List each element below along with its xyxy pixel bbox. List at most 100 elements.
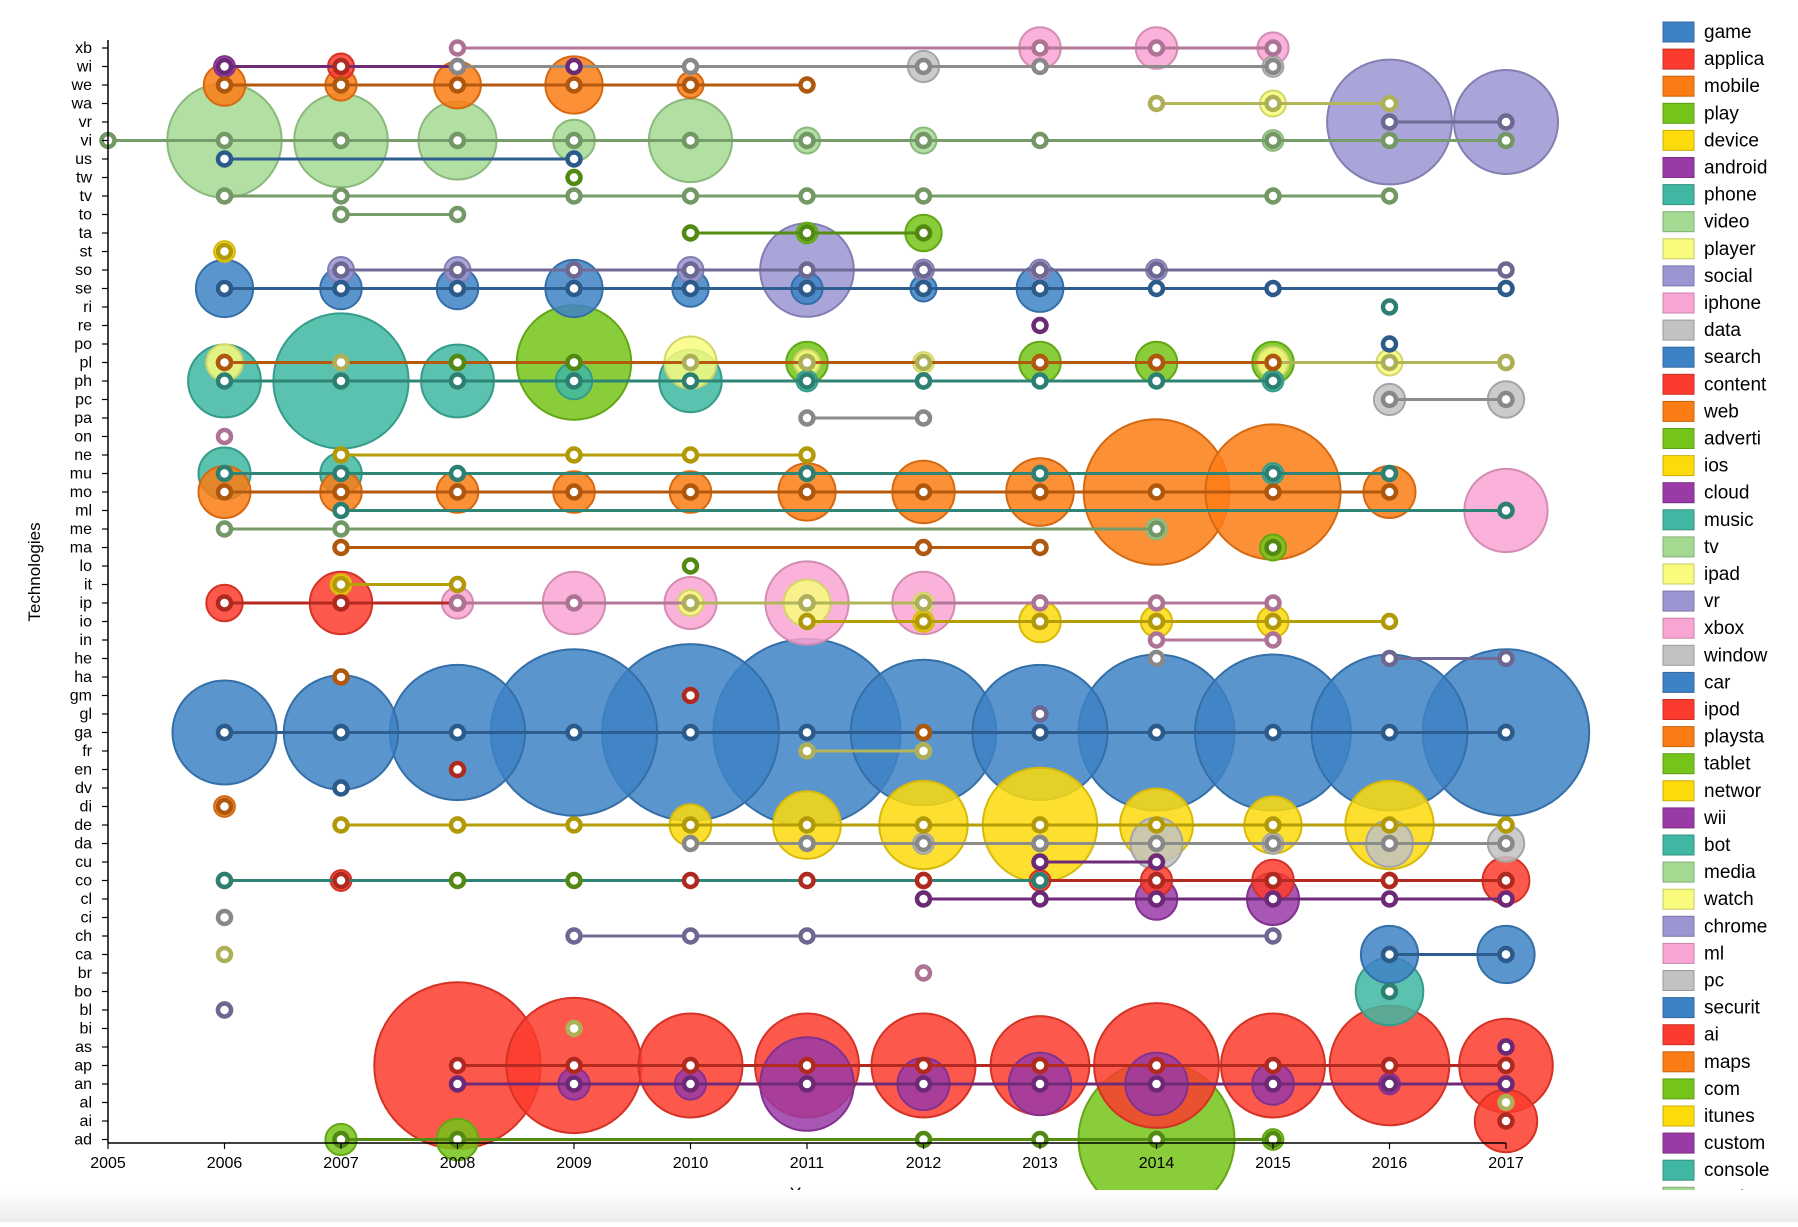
marker-da-2013 [1031, 834, 1049, 853]
marker-po-2016 [1380, 335, 1399, 353]
marker-da-2015 [1264, 834, 1282, 853]
legend-label: ml [1704, 943, 1724, 964]
y-tick-label: it [84, 577, 93, 594]
y-tick-label: po [74, 336, 92, 353]
marker-pl-2017 [1497, 353, 1515, 372]
y-tick-label: al [80, 1095, 92, 1112]
marker-mu-2007 [332, 464, 350, 483]
y-tick-label: ha [74, 669, 92, 686]
legend-label: playsta [1704, 727, 1765, 748]
marker-se-2006 [215, 279, 234, 298]
y-tick-label: bl [80, 1002, 92, 1019]
marker-ri-2016 [1380, 298, 1399, 316]
marker-an-2014 [1147, 1075, 1166, 1093]
legend: gameapplicamobileplaydeviceandroidphonev… [1662, 21, 1770, 1208]
marker-tv-2016 [1380, 187, 1399, 205]
legend-swatch [1662, 157, 1695, 178]
marker-an-2011 [798, 1075, 816, 1093]
marker-on-2006 [215, 427, 234, 446]
marker-io-2013 [1031, 612, 1049, 631]
marker-ap-2017 [1497, 1056, 1515, 1075]
marker-re-2013 [1031, 316, 1049, 335]
marker-st-2006 [215, 242, 234, 261]
legend-label: itunes [1704, 1106, 1755, 1127]
legend-label: tablet [1704, 754, 1751, 775]
marker-so-2008 [448, 261, 467, 279]
marker-en-2008 [448, 760, 467, 779]
marker-an-2017 [1497, 1075, 1515, 1093]
marker-ci-2006 [215, 908, 234, 927]
y-tick-label: ga [74, 725, 92, 742]
marker-de-2011 [798, 816, 816, 834]
x-tick-label: 2011 [790, 1155, 825, 1172]
y-tick-label: tv [80, 188, 92, 205]
marker-pc-2016 [1380, 390, 1399, 409]
marker-se-2017 [1497, 279, 1515, 298]
y-tick-label: tw [76, 170, 92, 187]
marker-wi-2012 [914, 57, 933, 76]
marker-de-2013 [1031, 816, 1049, 834]
marker-pa-2012 [914, 409, 933, 427]
legend-swatch [1662, 428, 1695, 449]
legend-label: com [1704, 1079, 1740, 1100]
marker-ma-2015 [1264, 538, 1282, 557]
marker-ap-2009 [565, 1056, 583, 1075]
marker-we-2006 [215, 76, 234, 94]
marker-tv-2006 [215, 187, 234, 205]
marker-ap-2015 [1264, 1056, 1282, 1075]
legend-label: ai [1704, 1025, 1719, 1046]
legend-swatch [1662, 1078, 1695, 1100]
marker-in-2014 [1147, 631, 1166, 649]
marker-ap-2013 [1031, 1056, 1049, 1075]
marker-ip-2008 [448, 594, 467, 612]
marker-ip-2015 [1264, 594, 1282, 612]
y-tick-label: co [75, 873, 92, 890]
marker-he-2017 [1497, 649, 1515, 668]
marker-vi-2013 [1031, 131, 1049, 150]
marker-de-2015 [1264, 816, 1282, 834]
marker-bo-2016 [1380, 982, 1399, 1001]
x-tick-label: 2012 [906, 1155, 942, 1172]
legend-swatch [1662, 129, 1695, 151]
marker-ph-2011 [798, 372, 816, 390]
marker-mo-2015 [1264, 483, 1282, 501]
legend-swatch [1662, 915, 1695, 937]
legend-label: maps [1704, 1052, 1750, 1073]
marker-de-2008 [448, 816, 467, 834]
marker-vi-2016 [1380, 131, 1399, 150]
y-tick-label: pl [80, 355, 92, 372]
legend-swatch [1662, 726, 1695, 748]
marker-pl-2011 [798, 353, 816, 372]
marker-me-2014 [1147, 520, 1166, 538]
marker-tv-2010 [681, 187, 700, 205]
y-tick-label: to [79, 207, 92, 224]
marker-ga-2011 [798, 723, 816, 742]
marker-vr-2016 [1380, 113, 1399, 131]
marker-mo-2006 [215, 483, 234, 501]
marker-cl-2015 [1264, 890, 1282, 908]
legend-label: console [1704, 1160, 1770, 1181]
marker-da-2014 [1147, 834, 1166, 853]
marker-co-2011 [798, 871, 816, 890]
marker-ta-2011 [798, 224, 816, 242]
marker-ha-2007 [332, 668, 350, 686]
marker-ph-2009 [565, 372, 583, 390]
axes-layer: xbwiwewavrviustwtvtotastsoserirepoplphpc… [70, 40, 1524, 1172]
legend-label: ios [1704, 456, 1728, 477]
marker-pl-2007 [332, 353, 350, 372]
marker-pl-2006 [215, 353, 234, 372]
y-tick-label: gm [70, 688, 92, 705]
marker-de-2017 [1497, 816, 1515, 834]
legend-label: cloud [1704, 483, 1749, 504]
y-tick-label: as [75, 1039, 92, 1056]
marker-tv-2012 [914, 187, 933, 205]
legend-label: phone [1704, 185, 1757, 206]
marker-tv-2011 [798, 187, 816, 205]
marker-ta-2010 [681, 224, 700, 242]
x-tick-label: 2013 [1022, 1155, 1058, 1172]
marker-cl-2014 [1147, 890, 1166, 908]
legend-label: wii [1703, 808, 1726, 829]
y-tick-label: vi [80, 133, 92, 150]
marker-ca-2016 [1380, 945, 1399, 964]
